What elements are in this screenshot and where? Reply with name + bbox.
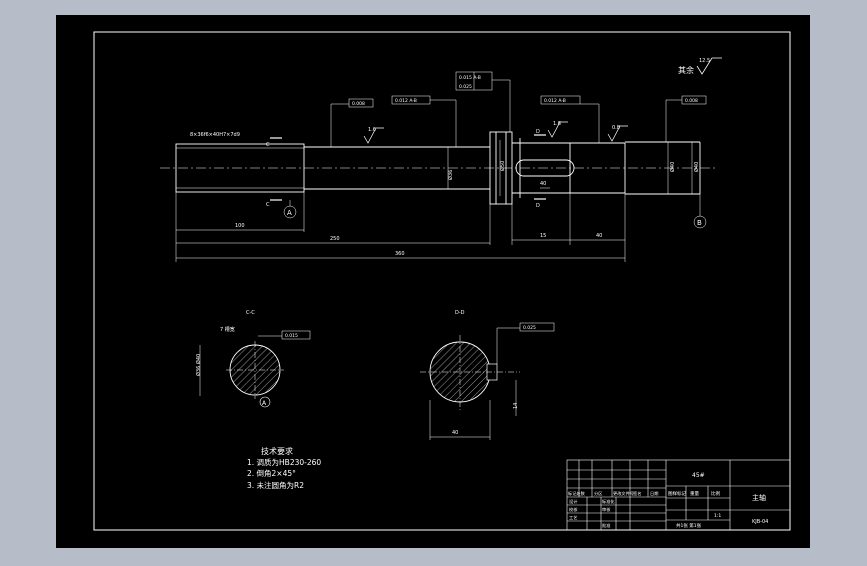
row-sign: 签名 <box>633 490 641 497</box>
section-d-title: D-D <box>455 310 465 316</box>
datum-b: B <box>697 219 702 227</box>
label-sheets: 共1张 第1张 <box>676 522 702 529</box>
main-view-dimensions <box>175 71 707 262</box>
tolerance-frame-5: 0.008 <box>685 98 698 104</box>
row-change: 更改文件号 <box>613 490 634 497</box>
section-c-note: 7 槽宽 <box>220 326 235 333</box>
main-view-shaft <box>160 131 718 205</box>
section-c-tolerance: 0.015 <box>285 333 298 339</box>
spline-callout: 8×36f6×40H7×7d9 <box>190 132 240 138</box>
datum-a: A <box>287 209 292 217</box>
dia-right-2: Ø40 <box>693 162 700 172</box>
dim-total-length: 360 <box>395 251 405 257</box>
section-c-view: C-C 0.015 7 槽宽 Ø36 Ø40 A <box>195 310 311 408</box>
row-craft: 工艺 <box>569 515 577 520</box>
row-review: 审核 <box>602 506 611 513</box>
scale-value: 1:1 <box>714 513 721 519</box>
dim-key-1: 15 <box>540 233 546 239</box>
roughness-mark-a: 1.6 <box>368 127 376 133</box>
default-roughness-symbol: 其余 12.5 <box>678 57 722 75</box>
part-name: 主轴 <box>752 493 766 502</box>
row-mark: 标记处数 <box>568 490 586 497</box>
tolerance-frame-4: 0.012 A-B <box>544 98 566 104</box>
tolerance-frame-1: 0.008 <box>352 101 365 107</box>
row-date: 日期 <box>650 491 658 497</box>
section-d-dim-bottom: 40 <box>452 430 458 436</box>
section-d-view: D-D 0.025 40 14 <box>420 310 555 440</box>
tech-line-1: 1. 调质为HB230-260 <box>247 457 321 467</box>
technical-requirements: 技术要求 1. 调质为HB230-260 2. 倒角2×45° 3. 未注圆角为… <box>247 446 321 490</box>
label-stage: 图样标记 <box>668 490 686 497</box>
roughness-mark-b: 1.6 <box>553 121 561 127</box>
row-zone: 分区 <box>594 490 602 497</box>
section-c-title: C-C <box>246 310 255 316</box>
sheet-background <box>56 15 810 548</box>
label-weight: 重量 <box>690 490 699 497</box>
drawing-frame <box>93 31 791 531</box>
drawing-number: KJB-04 <box>752 519 768 525</box>
tech-line-3: 3. 未注圆角为R2 <box>247 480 304 490</box>
row-design: 设计 <box>569 498 577 505</box>
section-mark-d-bottom: D <box>536 203 540 209</box>
dia-left: Ø36 <box>447 170 454 180</box>
main-view-labels: 8×36f6×40H7×7d9 100 250 360 15 40 40 Ø36… <box>190 75 702 257</box>
section-mark-c-top: C <box>266 142 270 148</box>
tech-title: 技术要求 <box>261 446 293 456</box>
dim-keyway-length: 40 <box>540 181 546 187</box>
title-block-text: 45# 主轴 KJB-04 图样标记 重量 比例 1:1 共1张 第1张 标记处… <box>568 472 768 529</box>
section-d-tolerance: 0.025 <box>523 325 536 331</box>
tolerance-frame-2: 0.012 A-B <box>395 98 417 104</box>
dia-right-1: Ø40 <box>669 162 676 172</box>
tolerance-frame-3a: 0.015 A-B <box>459 75 481 81</box>
section-c-datum: A <box>262 400 267 407</box>
tech-line-2: 2. 倒角2×45° <box>247 468 296 478</box>
title-block <box>566 459 791 531</box>
label-scale: 比例 <box>711 490 720 497</box>
section-c-diameter: Ø36 Ø40 <box>195 354 202 376</box>
section-d-dim-right: 14 <box>513 403 519 409</box>
roughness-value: 12.5 <box>699 58 710 64</box>
dia-collar: Ø50 <box>499 161 506 171</box>
row-std: 标准化 <box>602 498 615 505</box>
dim-spline-length: 100 <box>235 223 245 229</box>
dim-shaft-length: 250 <box>330 236 340 242</box>
section-mark-d-top: D <box>536 129 540 135</box>
section-mark-c-bottom: C <box>266 202 270 208</box>
row-approve: 批准 <box>602 522 610 529</box>
row-check: 校核 <box>569 506 578 513</box>
roughness-label: 其余 <box>678 65 694 75</box>
tolerance-frame-3b: 0.025 <box>459 84 472 90</box>
dim-key-2: 40 <box>596 233 602 239</box>
material: 45# <box>692 472 705 479</box>
roughness-mark-c: 0.8 <box>612 125 620 131</box>
